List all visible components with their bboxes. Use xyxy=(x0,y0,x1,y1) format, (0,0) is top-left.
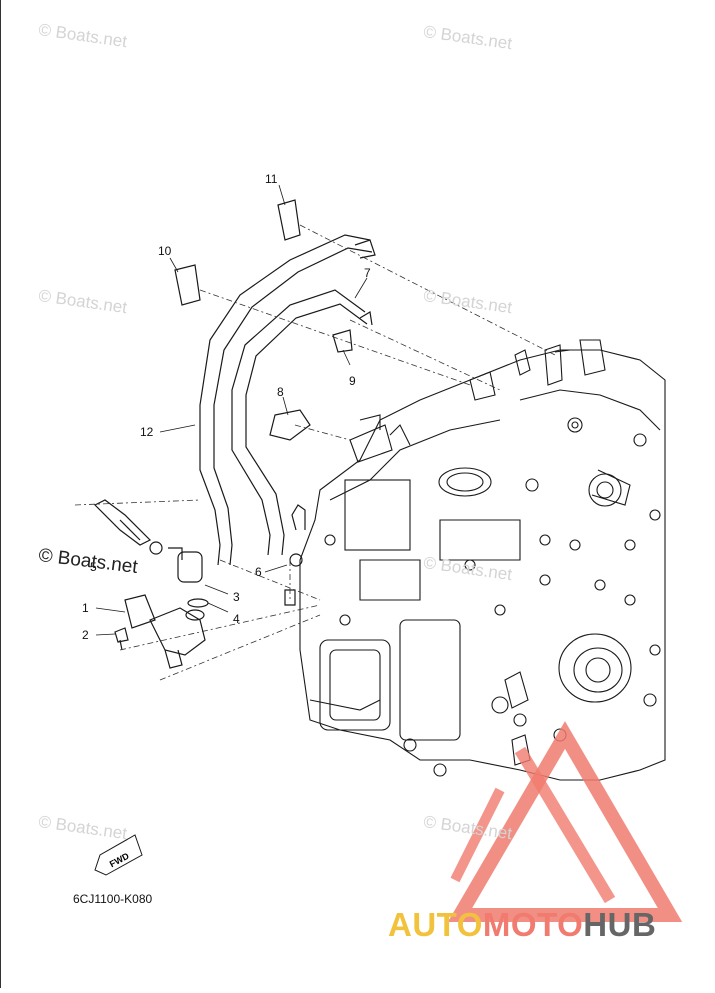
callout-7: 7 xyxy=(364,266,371,280)
engine-block xyxy=(299,339,666,781)
brand-part-hub: HUB xyxy=(583,906,657,943)
callout-9: 9 xyxy=(349,374,356,388)
callout-8: 8 xyxy=(277,385,284,399)
callout-5: 5 xyxy=(90,560,97,574)
fwd-arrow-icon xyxy=(94,834,143,876)
brand-wordmark: AUTOMOTOHUB xyxy=(388,906,656,944)
automotohub-logo-icon xyxy=(447,721,683,922)
leader-lines xyxy=(74,224,556,681)
callout-leaders xyxy=(95,184,368,636)
part-number: 6CJ1100-K080 xyxy=(73,892,153,906)
callout-1: 1 xyxy=(82,601,89,615)
callout-11: 11 xyxy=(265,172,278,186)
callout-2: 2 xyxy=(82,628,89,642)
brand-part-moto: MOTO xyxy=(482,906,584,943)
callout-4: 4 xyxy=(233,612,240,626)
callout-3: 3 xyxy=(233,590,240,604)
callout-6: 6 xyxy=(255,565,262,579)
callout-12: 12 xyxy=(140,425,154,439)
hoses xyxy=(93,199,376,669)
callout-10: 10 xyxy=(158,244,172,258)
brand-part-auto: AUTO xyxy=(388,906,483,943)
